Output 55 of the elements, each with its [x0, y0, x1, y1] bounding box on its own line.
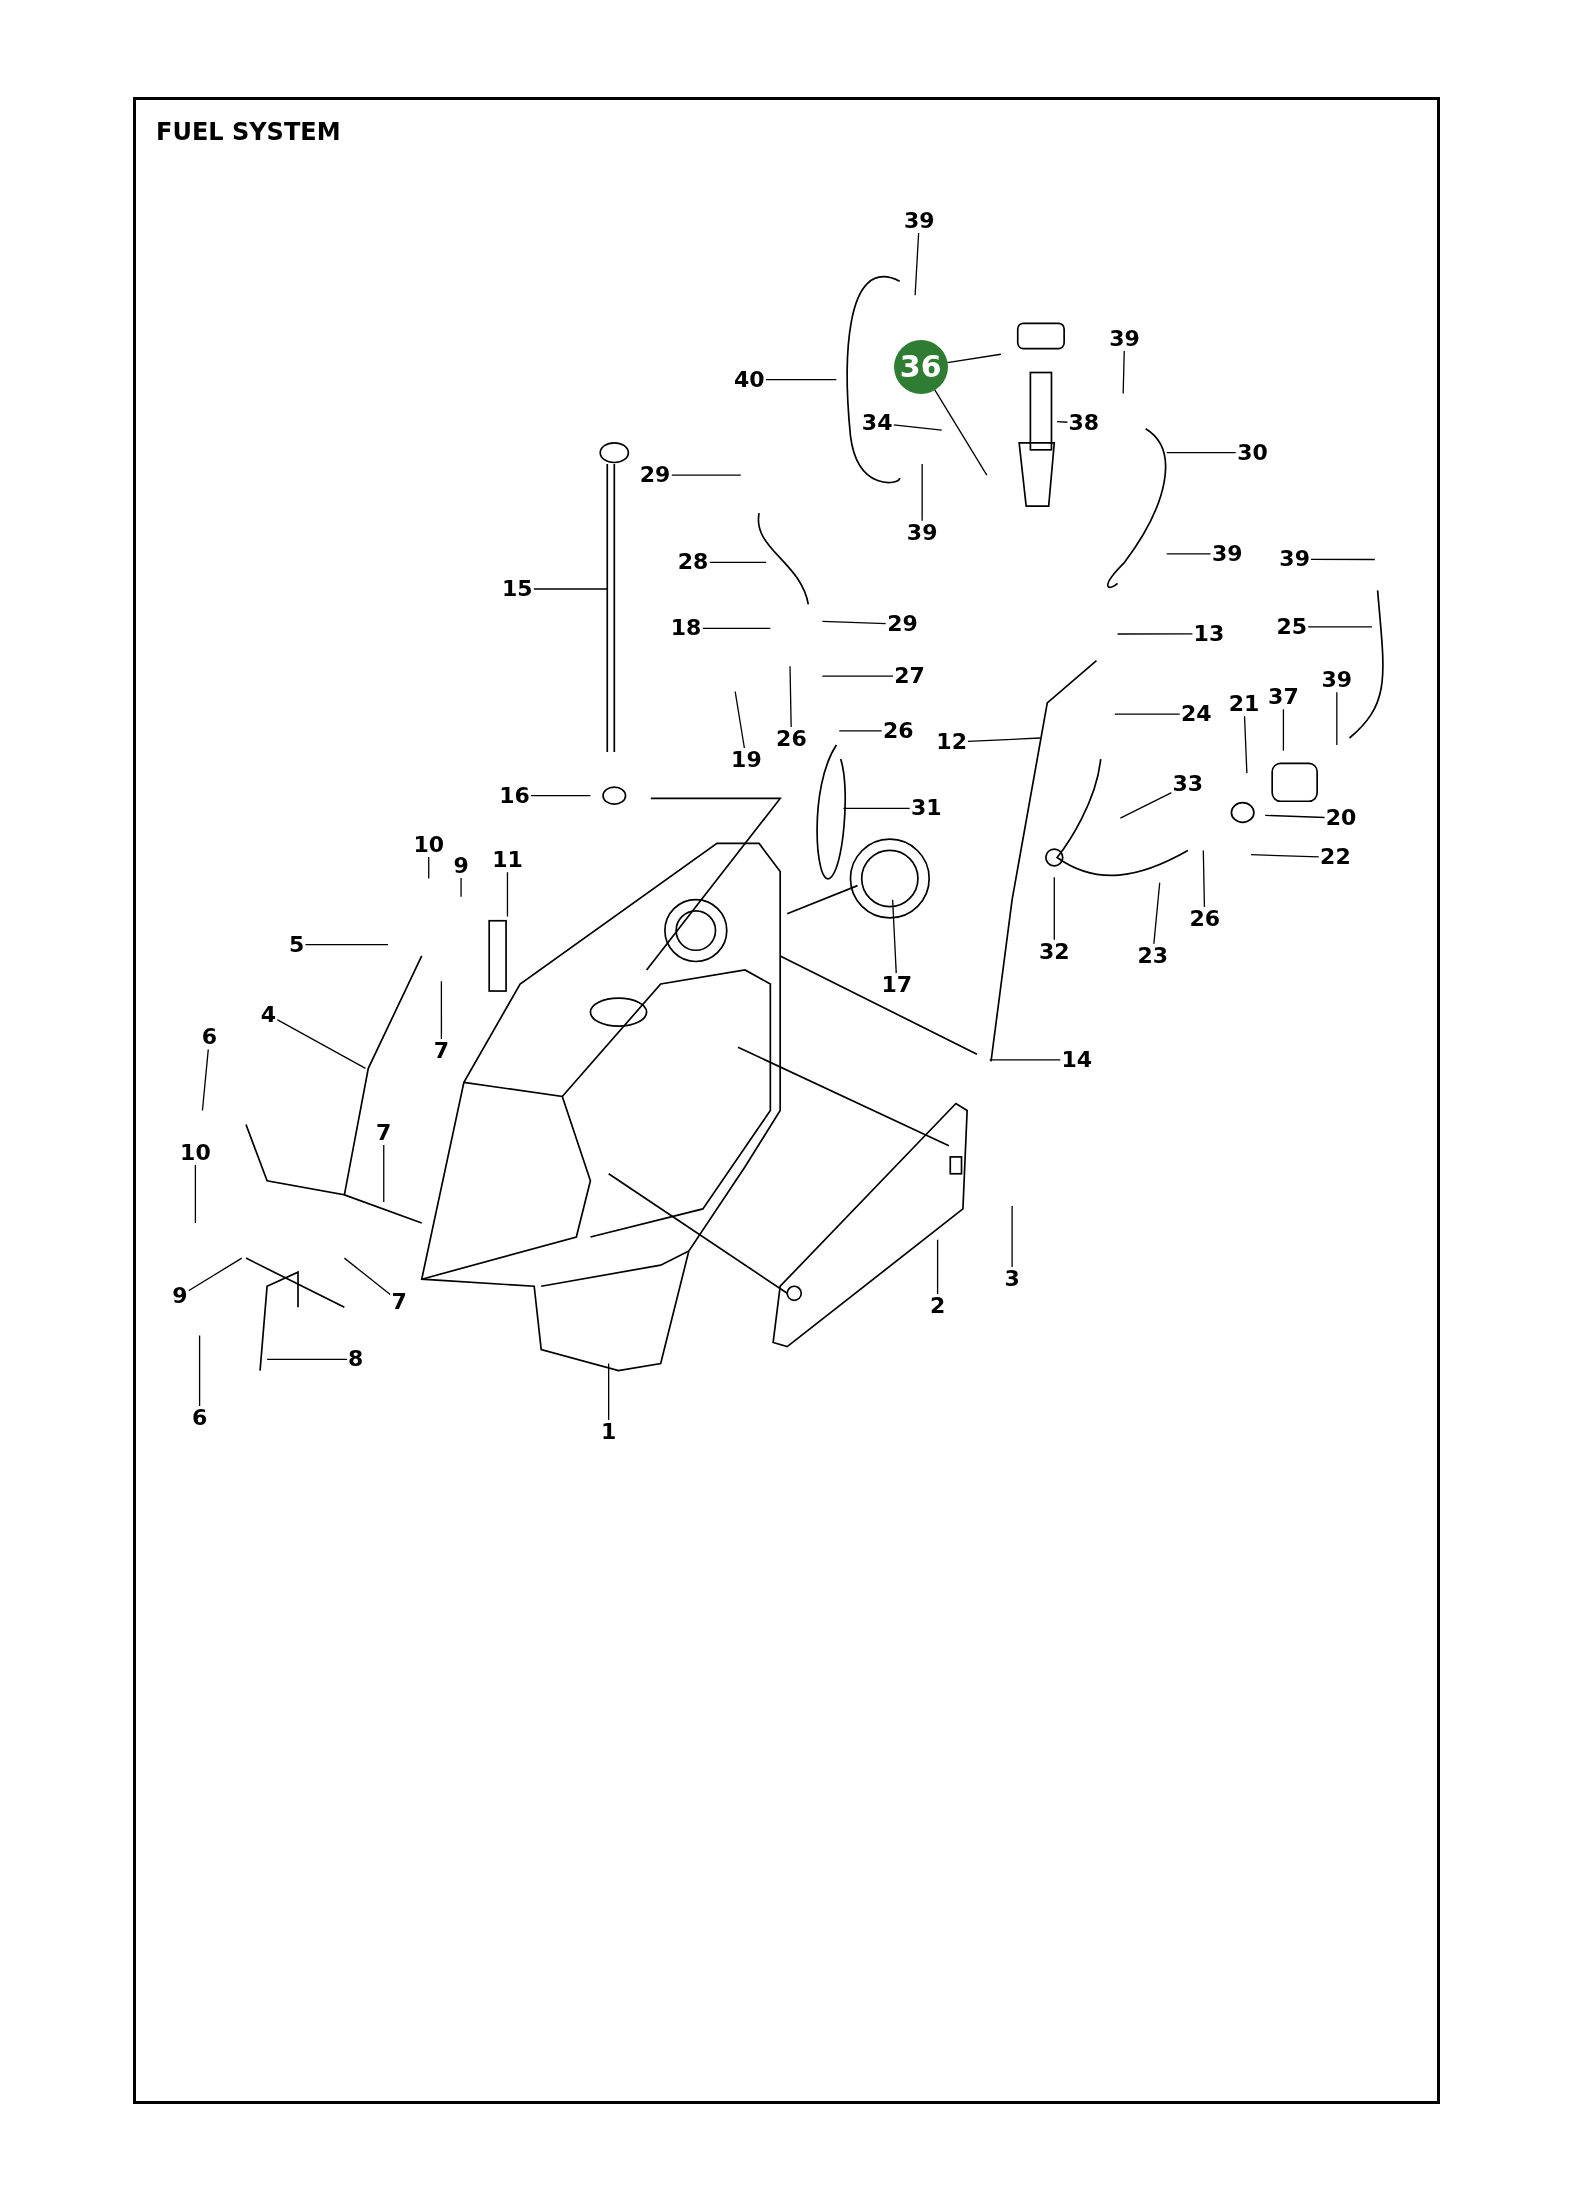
leader-line [1250, 854, 1320, 858]
leader-line [1166, 452, 1237, 454]
leader-line [383, 1144, 385, 1203]
leader-line [701, 627, 771, 629]
leader-line [764, 378, 838, 381]
leader-line [1202, 849, 1206, 908]
leader-line [187, 1257, 243, 1292]
leader-line [821, 620, 887, 625]
leader-line [1119, 791, 1173, 819]
leader-line [1282, 708, 1285, 752]
leader-line [946, 353, 1002, 364]
leader-line [198, 1334, 201, 1407]
leader-line [1114, 713, 1181, 715]
leader-line [1166, 553, 1212, 555]
leader-line [1264, 814, 1326, 819]
leader-line [1336, 691, 1338, 746]
leader-line [266, 1358, 348, 1360]
leader-line [734, 690, 746, 750]
title: FUEL SYSTEM [156, 118, 341, 146]
leader-line [530, 795, 592, 797]
leader-line [789, 665, 792, 729]
leader-line [460, 877, 462, 898]
leader-line [1056, 421, 1069, 423]
leader-line [921, 463, 923, 522]
leader-line [343, 1257, 392, 1296]
leader-line [1122, 350, 1125, 395]
leader-line [1116, 633, 1194, 635]
leader-line [532, 588, 608, 590]
leader-line [936, 1239, 939, 1295]
leader-line [670, 474, 742, 476]
leader-line [1310, 558, 1376, 561]
leader-line [821, 675, 894, 677]
leader-line [934, 389, 988, 476]
leader-line [708, 561, 767, 563]
leader-line [1243, 715, 1248, 774]
leader-line [1053, 876, 1055, 941]
leader-line [838, 730, 883, 732]
leader-line [1011, 1205, 1013, 1268]
leader-line [967, 737, 1041, 743]
leader-line [1153, 882, 1161, 945]
leader-line [892, 424, 943, 431]
leader-line [304, 944, 389, 946]
leader-line [506, 871, 509, 918]
leader-line [608, 1362, 610, 1422]
leader-line [276, 1019, 367, 1069]
leader-line [892, 899, 897, 975]
leader-line [194, 1164, 197, 1224]
leader-line [989, 1059, 1062, 1061]
leader-line [1307, 626, 1373, 628]
leader-line [440, 980, 443, 1041]
leader-line [842, 807, 911, 809]
leader-line [914, 232, 920, 296]
callout-badge: 36 [893, 339, 948, 394]
leader-line [428, 856, 430, 880]
leader-line [201, 1048, 209, 1112]
